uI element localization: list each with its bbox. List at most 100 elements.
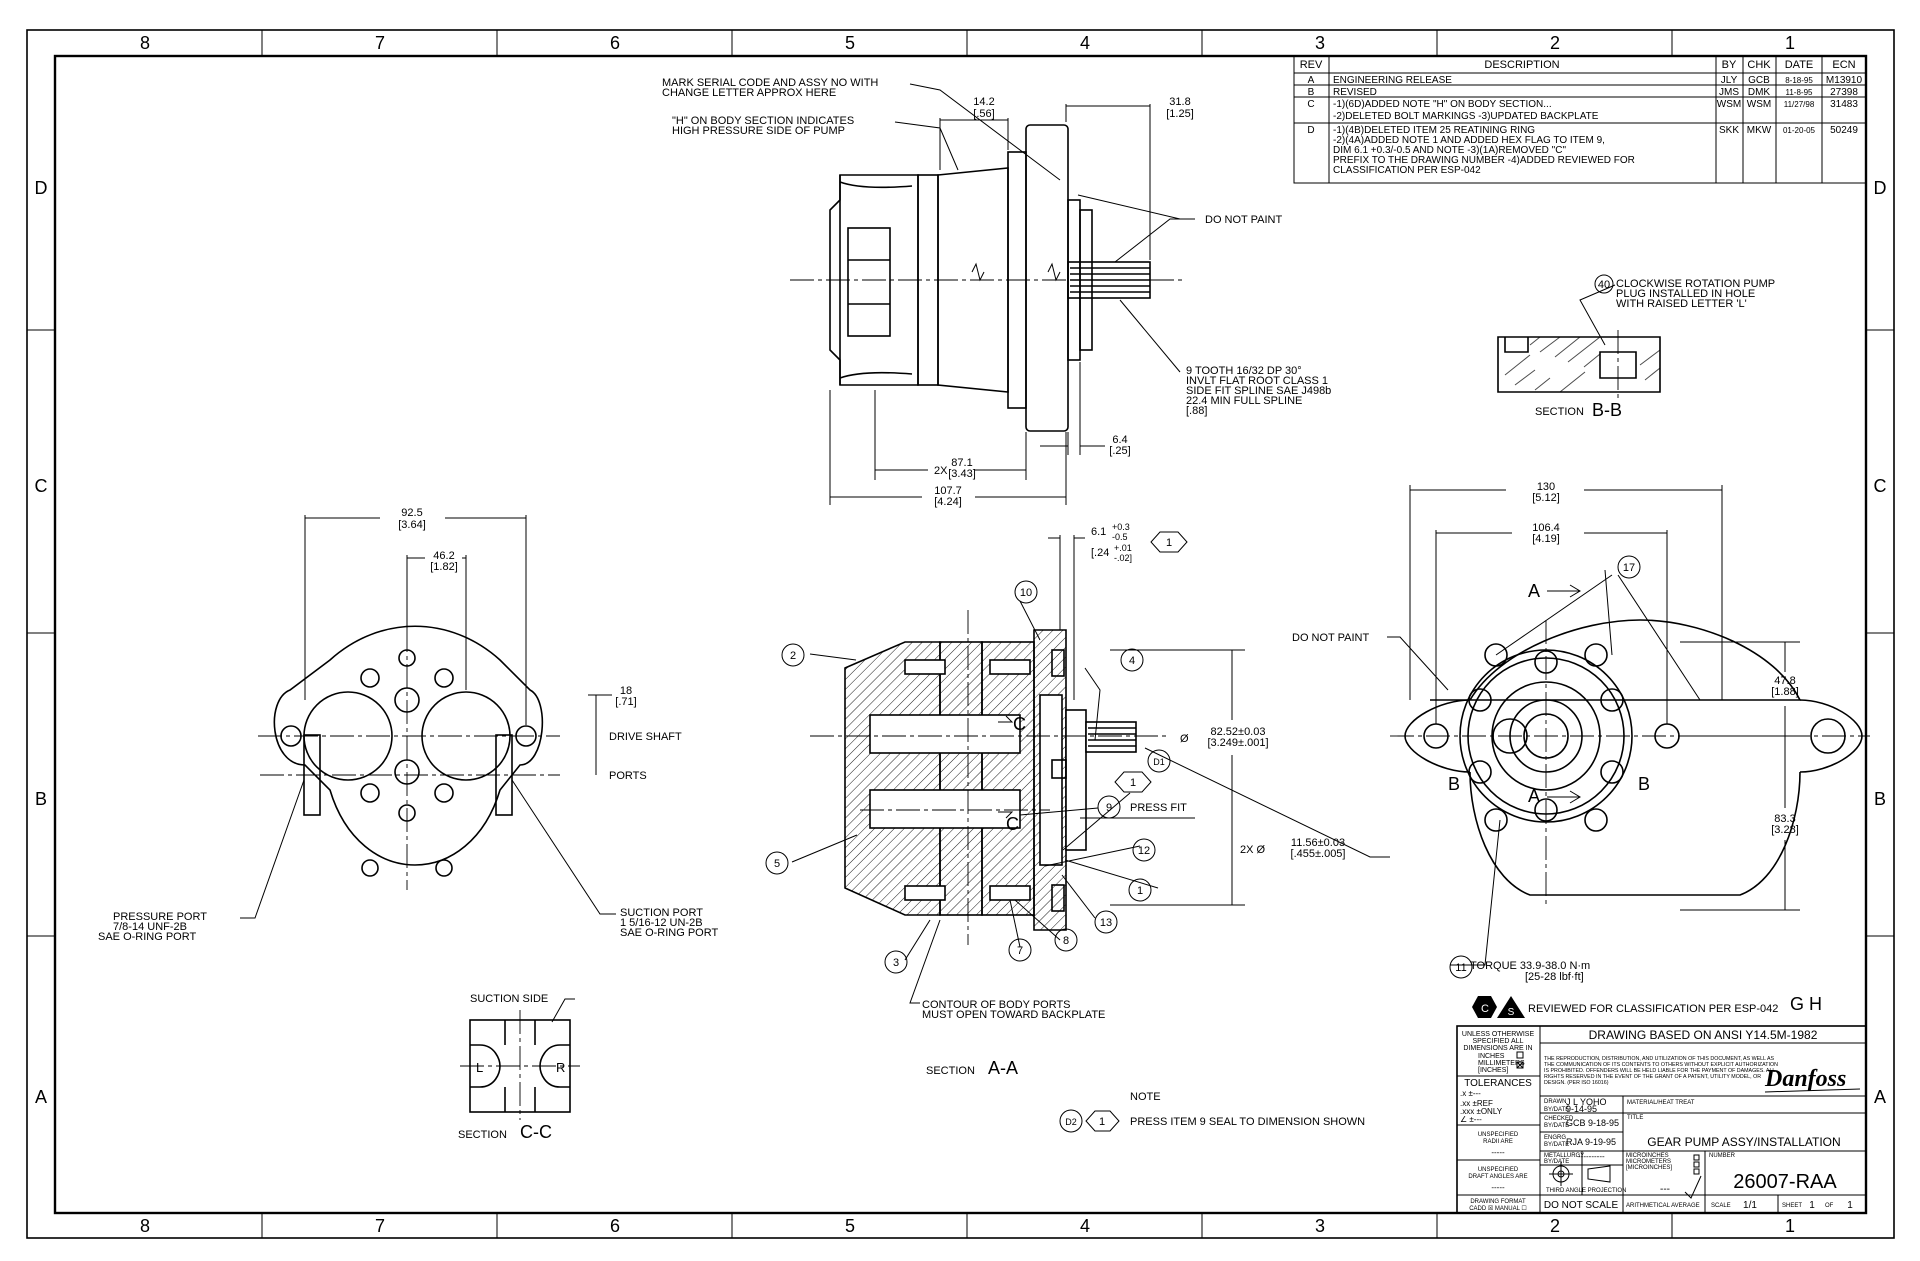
svg-text:50249: 50249 bbox=[1830, 125, 1858, 136]
contour-note-2: MUST OPEN TOWARD BACKPLATE bbox=[922, 1009, 1105, 1021]
zone-top-2: 2 bbox=[1550, 33, 1560, 53]
svg-text:9: 9 bbox=[1106, 802, 1112, 814]
svg-text:8-18-95: 8-18-95 bbox=[1785, 76, 1813, 85]
zone-right-A: A bbox=[1874, 1087, 1886, 1107]
surface-value: --- bbox=[1660, 1184, 1670, 1195]
unless-3: DIMENSIONS ARE IN bbox=[1463, 1045, 1532, 1052]
svg-text:ENGINEERING RELEASE: ENGINEERING RELEASE bbox=[1333, 75, 1452, 86]
svg-text:D1: D1 bbox=[1153, 757, 1165, 767]
format-2: CADD ☒ MANUAL ☐ bbox=[1469, 1205, 1527, 1212]
spline-note-5: [.88] bbox=[1186, 405, 1207, 417]
zone-bottom-5: 5 bbox=[845, 1216, 855, 1236]
svg-text:DMK: DMK bbox=[1748, 87, 1771, 98]
top-view-body bbox=[829, 124, 1151, 432]
zone-top-8: 8 bbox=[140, 33, 150, 53]
rev-header-rev: REV bbox=[1300, 59, 1323, 71]
classification-line: C S REVIEWED FOR CLASSIFICATION PER ESP-… bbox=[1472, 994, 1822, 1018]
zone-top-5: 5 bbox=[845, 33, 855, 53]
left-end-view: 92.5 [3.64] 46.2 [1.82] 18 [.71] DRIVE S… bbox=[98, 507, 718, 943]
checked-label: CHECKED bbox=[1544, 1116, 1574, 1122]
right-front-view: 130 [5.12] 106.4 [4.19] DO NOT PAINT 47.… bbox=[1292, 481, 1870, 983]
projection-symbol bbox=[1549, 1162, 1611, 1186]
svg-text:11/27/98: 11/27/98 bbox=[1784, 100, 1815, 109]
suction-port-2: 1 5/16-12 UN-2B bbox=[620, 917, 703, 929]
rev-header-date: DATE bbox=[1785, 59, 1814, 71]
zone-left-B: B bbox=[35, 789, 47, 809]
tolerances-label: TOLERANCES bbox=[1464, 1078, 1532, 1089]
dim-130-in: [5.12] bbox=[1532, 492, 1560, 504]
svg-text:S: S bbox=[1508, 1007, 1515, 1018]
svg-text:JLY: JLY bbox=[1721, 75, 1738, 86]
dim-6-4: 6.4 bbox=[1112, 434, 1127, 446]
zone-top-4: 4 bbox=[1080, 33, 1090, 53]
top-view-dimensions bbox=[829, 83, 1195, 505]
format-1: DRAWING FORMAT bbox=[1470, 1199, 1526, 1205]
hex-note-1 bbox=[1085, 1110, 1120, 1132]
svg-text:C: C bbox=[1307, 99, 1314, 110]
do-not-paint-right: DO NOT PAINT bbox=[1292, 632, 1369, 644]
section-b-mark-right: B bbox=[1638, 774, 1650, 794]
dia-82-in: [3.249±.001] bbox=[1207, 737, 1268, 749]
projection-label: THIRD ANGLE PROJECTION bbox=[1546, 1188, 1626, 1194]
material-label: MATERIAL/HEAT TREAT bbox=[1627, 1100, 1695, 1106]
dia-11: 11.56±0.03 bbox=[1291, 837, 1345, 849]
section-a-mark-upper: A bbox=[1528, 581, 1540, 601]
zone-bottom-1: 1 bbox=[1785, 1216, 1795, 1236]
zone-top-1: 1 bbox=[1785, 33, 1795, 53]
press-fit-label: PRESS FIT bbox=[1130, 802, 1187, 814]
balloon-11 bbox=[1449, 955, 1473, 979]
spline-note-2: INVLT FLAT ROOT CLASS 1 bbox=[1186, 375, 1328, 387]
draft-1: UNSPECIFIED bbox=[1478, 1167, 1519, 1173]
classification-flags: G H bbox=[1790, 994, 1822, 1014]
svg-text:1: 1 bbox=[1137, 885, 1143, 897]
svg-text:1: 1 bbox=[1130, 777, 1136, 789]
note-text: PRESS ITEM 9 SEAL TO DIMENSION SHOWN bbox=[1130, 1116, 1365, 1128]
micro-1: MICROINCHES bbox=[1626, 1153, 1669, 1159]
rev-header-chk: CHK bbox=[1747, 59, 1771, 71]
svg-text:JMS: JMS bbox=[1719, 87, 1739, 98]
disclaimer-4: RIGHTS RESERVED IN THE EVENT OF THE GRAN… bbox=[1544, 1074, 1761, 1080]
hex-c-flag bbox=[1472, 996, 1497, 1018]
svg-text:-2)DELETED BOLT MARKINGS -3)UP: -2)DELETED BOLT MARKINGS -3)UPDATED BACK… bbox=[1333, 111, 1599, 122]
disclaimer-1: THE REPRODUCTION, DISTRIBUTION, AND UTIL… bbox=[1544, 1056, 1775, 1062]
section-c-mark-upper: C bbox=[1013, 714, 1026, 734]
dim-6-4-in: [.25] bbox=[1109, 445, 1130, 457]
draft-3: ----- bbox=[1491, 1183, 1505, 1192]
dim-47-8: 47.8 bbox=[1774, 675, 1795, 687]
of-value: 1 bbox=[1847, 1200, 1853, 1211]
dim-18-in: [.71] bbox=[615, 696, 636, 708]
zone-right-B: B bbox=[1874, 789, 1886, 809]
section-bb: 40 CLOCKWISE ROTATION PUMP PLUG INSTALLE… bbox=[1497, 274, 1775, 420]
torque-2: [25-28 lbf·ft] bbox=[1525, 971, 1584, 983]
dim-24: [.24 bbox=[1091, 547, 1109, 559]
svg-text:-1)(4B)DELETED ITEM 25 REATINI: -1)(4B)DELETED ITEM 25 REATINING RING bbox=[1333, 125, 1535, 136]
section-aa-label-prefix: SECTION bbox=[926, 1065, 975, 1077]
section-cc-letter-l: L bbox=[476, 1060, 483, 1075]
zone-bottom-8: 8 bbox=[140, 1216, 150, 1236]
dim-106-4: 106.4 bbox=[1532, 522, 1560, 534]
balloon-40 bbox=[1594, 274, 1614, 294]
danfoss-logo: Danfoss bbox=[1764, 1066, 1846, 1092]
svg-text:12: 12 bbox=[1138, 845, 1150, 857]
cw-note-2: PLUG INSTALLED IN HOLE bbox=[1616, 288, 1755, 300]
drawn-by: J L YOHO bbox=[1566, 1097, 1607, 1107]
zone-right-D: D bbox=[1874, 178, 1887, 198]
disclaimer-5: DESIGN. (PER ISO 16016) bbox=[1544, 1080, 1609, 1086]
dim-106-4-in: [4.19] bbox=[1532, 533, 1560, 545]
top-side-view: MARK SERIAL CODE AND ASSY NO WITH CHANGE… bbox=[662, 77, 1331, 508]
title-block: DRAWING BASED ON ANSI Y14.5M-1982 UNLESS… bbox=[1456, 1025, 1867, 1214]
dim-83-3: 83.3 bbox=[1774, 813, 1795, 825]
dim-14-2: 14.2 bbox=[973, 96, 994, 108]
svg-text:DIM 6.1 +0.3/-0.5 AND NOTE -3): DIM 6.1 +0.3/-0.5 AND NOTE -3)(1A)REMOVE… bbox=[1333, 145, 1566, 156]
section-bb-label: B-B bbox=[1592, 400, 1622, 420]
checked-by: GCB 9-18-95 bbox=[1566, 1118, 1619, 1128]
svg-text:13: 13 bbox=[1100, 917, 1112, 929]
svg-text:MKW: MKW bbox=[1747, 125, 1772, 136]
rev-row-a: A ENGINEERING RELEASE JLY GCB 8-18-95 M1… bbox=[1308, 75, 1863, 86]
suction-port-3: SAE O-RING PORT bbox=[620, 927, 718, 939]
classification-text: REVIEWED FOR CLASSIFICATION PER ESP-042 bbox=[1528, 1003, 1778, 1015]
svg-text:7: 7 bbox=[1017, 945, 1023, 957]
serial-note-line-2: CHANGE LETTER APPROX HERE bbox=[662, 87, 836, 99]
drawn-date: 9-14-95 bbox=[1566, 1104, 1597, 1114]
